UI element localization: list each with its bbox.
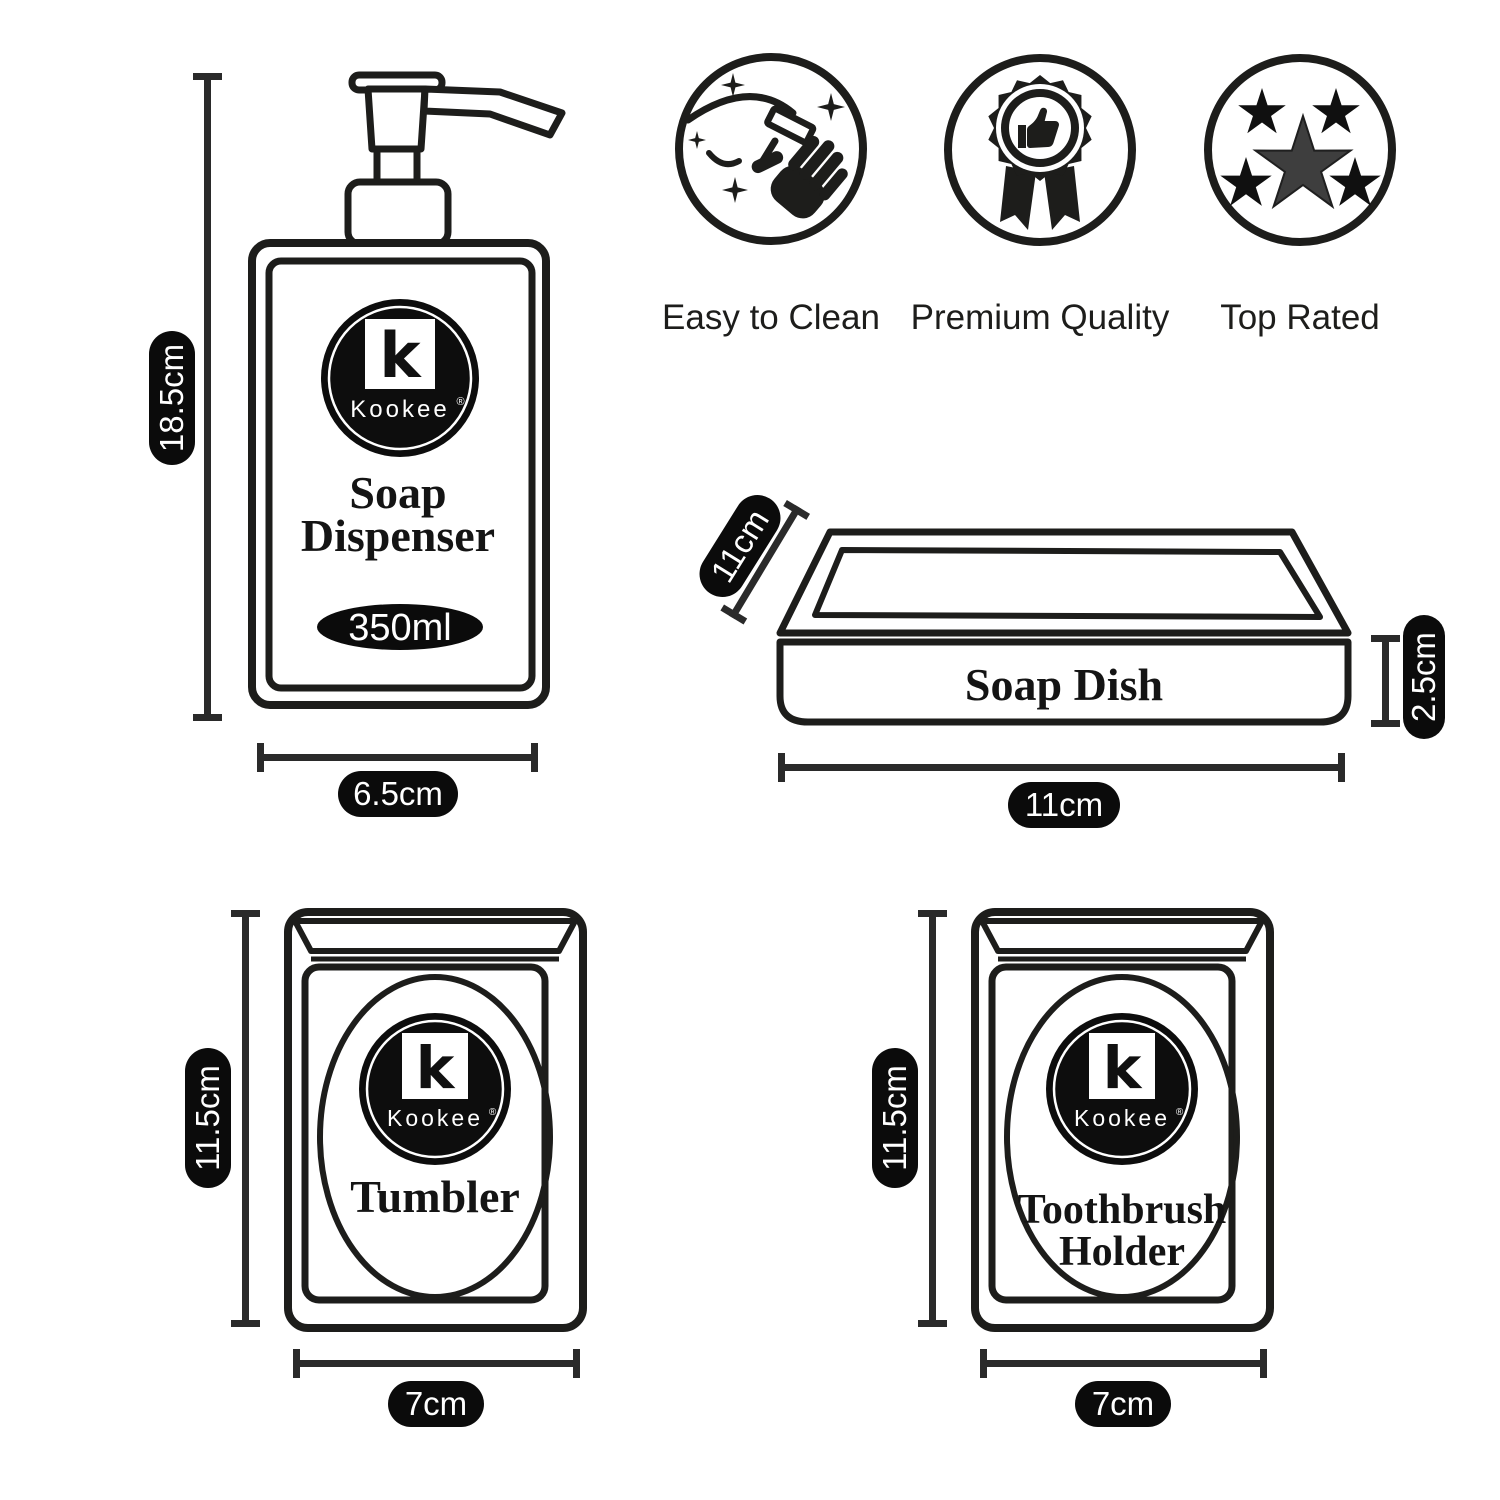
center-star bbox=[1252, 112, 1354, 210]
soap-dish-drawing: Soap Dish bbox=[776, 528, 1352, 726]
tumbler-height-label: 11.5cm bbox=[185, 1048, 231, 1188]
logo-k-glyph: k bbox=[416, 1034, 456, 1102]
tumbler-width-dimension-line bbox=[293, 1349, 580, 1378]
pump-spout bbox=[420, 85, 566, 139]
wipe-arc bbox=[684, 93, 797, 124]
wipe-arc-small bbox=[706, 150, 742, 168]
capacity-value: 350ml bbox=[348, 607, 452, 649]
soap-dish-figure: Soap Dish 11cm 2.5cm 11cm bbox=[690, 480, 1490, 840]
holder-width-label: 7cm bbox=[1075, 1381, 1171, 1427]
capacity-badge: 350ml bbox=[317, 604, 483, 650]
dish-height-label: 2.5cm bbox=[1403, 615, 1445, 739]
holder-label-ellipse bbox=[1004, 974, 1240, 1300]
dish-height-dimension-line bbox=[1371, 635, 1400, 727]
pump-neck bbox=[373, 145, 421, 187]
registered-mark: ® bbox=[456, 396, 467, 408]
logo-k-glyph: k bbox=[379, 319, 422, 392]
pump-stem bbox=[364, 85, 429, 153]
dish-front-face bbox=[776, 638, 1352, 726]
thumbs-up-glyph bbox=[1018, 107, 1059, 148]
pump-collar bbox=[344, 178, 452, 248]
feature-label-top-rated: Top Rated bbox=[1220, 298, 1380, 337]
hand-silhouette bbox=[751, 135, 848, 219]
hand-sparkle-clean-icon bbox=[675, 53, 867, 245]
tumbler-figure: k Kookee ® Tumbler 11.5cm 7cm bbox=[150, 890, 650, 1480]
soap-dispenser-figure: k Kookee ® Soap Dispenser 350ml 18.5cm 6… bbox=[140, 60, 600, 840]
sparkles bbox=[688, 73, 845, 203]
kookee-logo: k Kookee ® bbox=[1046, 1013, 1198, 1165]
feature-label-easy-to-clean: Easy to Clean bbox=[662, 298, 880, 337]
product-name-line1: Toothbrush bbox=[1018, 1187, 1227, 1233]
toothbrush-holder-drawing: k Kookee ® Toothbrush Holder bbox=[971, 908, 1274, 1332]
dispenser-width-label: 6.5cm bbox=[338, 771, 458, 817]
five-stars-icon bbox=[1204, 54, 1396, 246]
product-name-line1: Soap bbox=[349, 467, 446, 518]
brand-text: Kookee bbox=[350, 396, 449, 423]
dish-top-inner-rim bbox=[812, 547, 1323, 620]
dish-top-face bbox=[776, 528, 1352, 637]
logo-square bbox=[1089, 1033, 1155, 1099]
feature-badges: Easy to Clean Premium Quality bbox=[640, 40, 1480, 337]
logo-square bbox=[365, 319, 435, 389]
product-name-line2: Dispenser bbox=[301, 510, 495, 561]
thumbs-up-badge-icon bbox=[944, 54, 1136, 246]
star-cluster bbox=[1220, 88, 1381, 210]
tumbler-width-label: 7cm bbox=[388, 1381, 484, 1427]
product-name: Tumbler bbox=[350, 1171, 520, 1222]
holder-height-label: 11.5cm bbox=[872, 1048, 918, 1188]
tumbler-drawing: k Kookee ® Tumbler bbox=[284, 908, 587, 1332]
holder-width-dimension-line bbox=[980, 1349, 1267, 1378]
dispenser-height-dimension-line bbox=[193, 73, 222, 721]
brand-text: Kookee bbox=[1074, 1105, 1170, 1131]
holder-rim bbox=[979, 918, 1265, 954]
soap-dispenser-drawing: k Kookee ® Soap Dispenser 350ml bbox=[248, 71, 566, 709]
tumbler-height-dimension-line bbox=[231, 910, 260, 1327]
brand-text: Kookee bbox=[387, 1105, 483, 1131]
product-name-line2: Holder bbox=[1059, 1229, 1185, 1275]
registered-mark: ® bbox=[489, 1107, 499, 1118]
logo-k-glyph: k bbox=[1103, 1034, 1143, 1102]
dispenser-height-label: 18.5cm bbox=[149, 331, 195, 465]
product-name: Soap Dish bbox=[965, 659, 1163, 710]
dish-width-dimension-line bbox=[778, 753, 1345, 782]
wiper-blade bbox=[764, 105, 817, 146]
kookee-logo: k Kookee ® bbox=[321, 299, 479, 457]
registered-mark: ® bbox=[1176, 1107, 1186, 1118]
dispenser-width-dimension-line bbox=[257, 743, 538, 772]
logo-square bbox=[402, 1033, 468, 1099]
holder-height-dimension-line bbox=[918, 910, 947, 1327]
feature-label-premium-quality: Premium Quality bbox=[910, 298, 1170, 337]
kookee-logo: k Kookee ® bbox=[359, 1013, 511, 1165]
tumbler-rim bbox=[292, 918, 578, 954]
tumbler-label-ellipse bbox=[317, 974, 553, 1300]
dish-width-label: 11cm bbox=[1008, 782, 1120, 828]
award-ribbons bbox=[1000, 166, 1080, 230]
toothbrush-holder-figure: k Kookee ® Toothbrush Holder 11.5cm 7cm bbox=[837, 890, 1337, 1480]
